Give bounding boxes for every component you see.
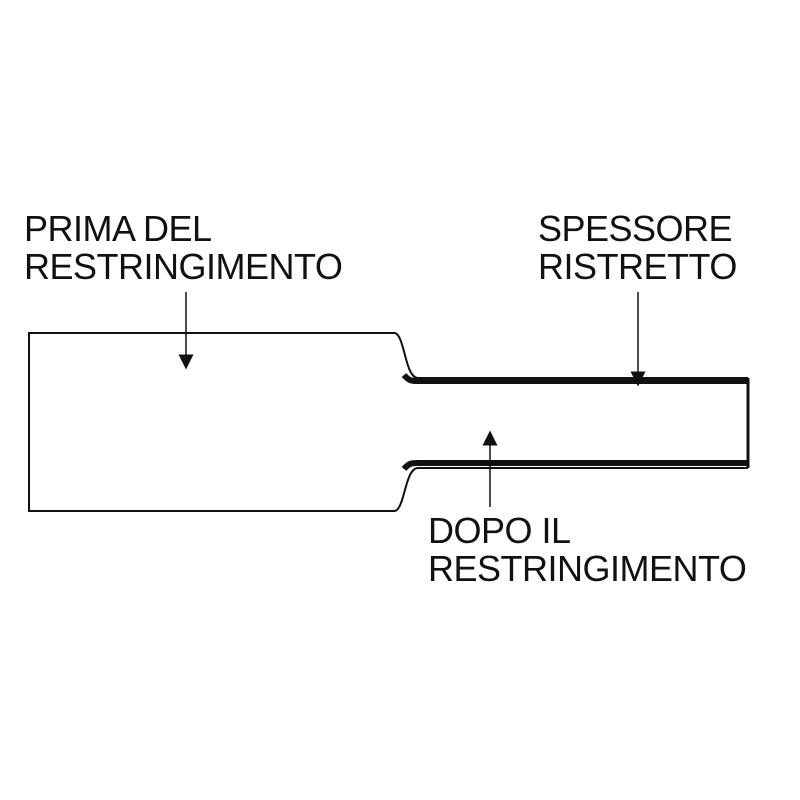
label-wall-line2: RISTRETTO [538, 246, 737, 287]
label-before-shrinking: PRIMA DEL RESTRINGIMENTO [24, 208, 343, 287]
label-before-line2: RESTRINGIMENTO [24, 246, 343, 287]
label-after-line1: DOPO IL [428, 510, 571, 551]
shrunk-wall-upper [401, 373, 748, 384]
label-wall-line1: SPESSORE [538, 208, 733, 249]
label-before-line1: PRIMA DEL [24, 208, 212, 249]
unshrunk-tube-outline [28, 332, 395, 512]
lower-transition-thin [394, 467, 748, 512]
upper-transition-thin [394, 332, 748, 379]
label-after-line2: RESTRINGIMENTO [428, 548, 747, 589]
shrunk-wall-lower [401, 460, 748, 471]
label-wall-thickness: SPESSORE RISTRETTO [538, 210, 737, 286]
label-after-shrinking: DOPO IL RESTRINGIMENTO [428, 510, 747, 589]
